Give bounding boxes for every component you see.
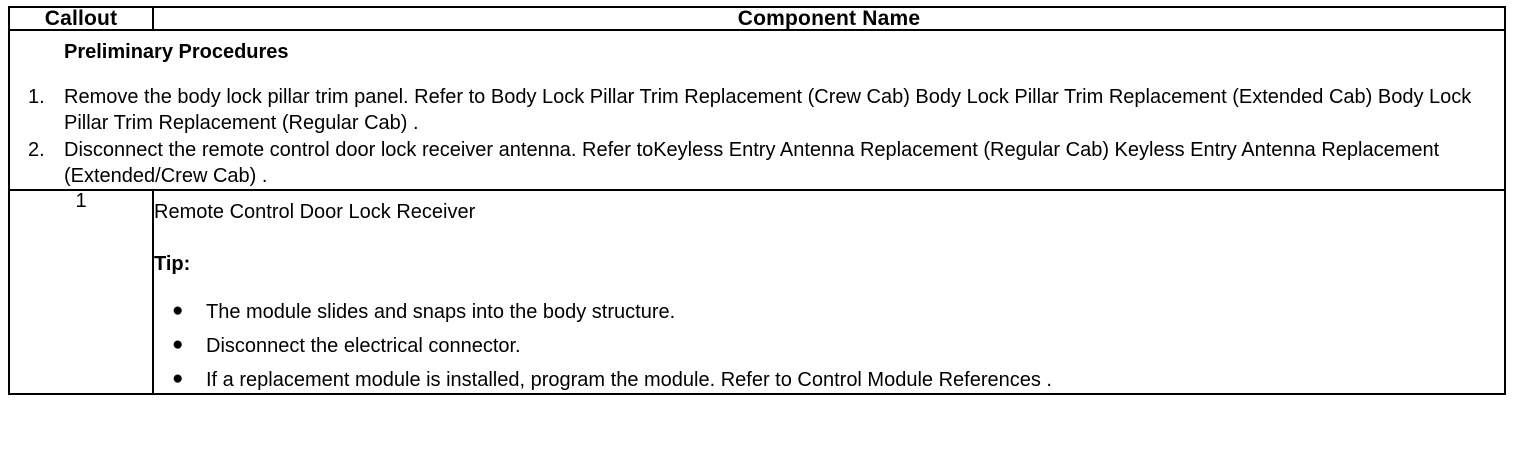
list-item: ● Disconnect the electrical connector. (154, 333, 1504, 359)
list-item-text: Disconnect the electrical connector. (206, 335, 521, 357)
header-cell-component-name: Component Name (152, 6, 1506, 31)
component-callout-table: Callout Component Name Preliminary Proce… (8, 6, 1506, 395)
list-item: ● The module slides and snaps into the b… (154, 299, 1504, 325)
table-row: 1 Remote Control Door Lock Receiver Tip:… (8, 189, 1506, 395)
preliminary-procedures-row: Preliminary Procedures 1. Remove the bod… (8, 29, 1506, 191)
preliminary-step-item: 2. Disconnect the remote control door lo… (10, 137, 1504, 189)
list-item: ● If a replacement module is installed, … (154, 367, 1504, 393)
preliminary-procedures-heading: Preliminary Procedures (64, 41, 289, 63)
preliminary-procedures-cell: Preliminary Procedures 1. Remove the bod… (8, 29, 1506, 191)
header-cell-callout: Callout (8, 6, 154, 31)
bullet-icon: ● (172, 368, 184, 389)
preliminary-step-item: 1. Remove the body lock pillar trim pane… (10, 84, 1504, 136)
step-text: Disconnect the remote control door lock … (64, 139, 1440, 187)
list-item-text: The module slides and snaps into the bod… (206, 301, 676, 323)
list-item-text: If a replacement module is installed, pr… (206, 369, 1052, 391)
step-marker: 2. (28, 139, 45, 161)
component-description-cell: Remote Control Door Lock Receiver Tip: ●… (152, 189, 1506, 395)
component-title: Remote Control Door Lock Receiver (154, 201, 476, 223)
tip-label: Tip: (154, 253, 191, 275)
preliminary-steps-list: 1. Remove the body lock pillar trim pane… (10, 84, 1504, 189)
tip-bullet-list: ● The module slides and snaps into the b… (154, 299, 1504, 393)
step-text: Remove the body lock pillar trim panel. … (64, 86, 1472, 134)
step-marker: 1. (28, 86, 45, 108)
callout-number-cell: 1 (8, 189, 154, 395)
bullet-icon: ● (172, 334, 184, 355)
bullet-icon: ● (172, 300, 184, 321)
table-header-row: Callout Component Name (8, 6, 1506, 31)
